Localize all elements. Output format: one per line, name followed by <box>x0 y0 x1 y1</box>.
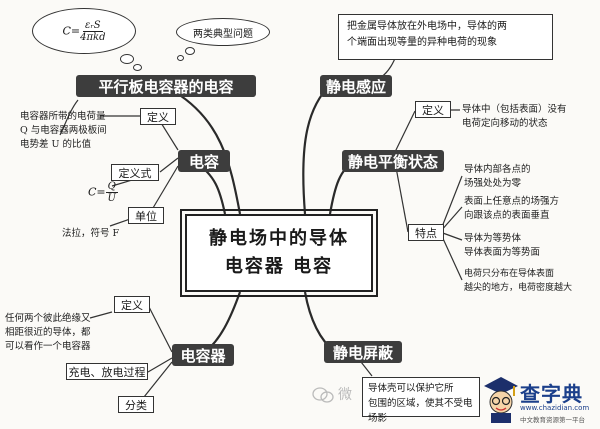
topic-electrostatic-equilibrium: 静电平衡状态 <box>342 150 444 172</box>
charge-discharge-label: 充电、放电过程 <box>66 363 148 380</box>
feature-field-perpendicular: 表面上任意点的场强方 向跟该点的表面垂直 <box>464 196 560 221</box>
capacitance-definition-text: 电容器所带的电荷量 Q 与电容器两极板间 电势差 U 的比值 <box>20 111 107 150</box>
equilibrium-definition-label: 定义 <box>415 101 451 118</box>
capacitor-definition-label: 定义 <box>114 296 150 313</box>
site-logo: 查字典 <box>520 382 583 406</box>
capacitance-unit-text: 法拉，符号 F <box>62 228 120 239</box>
capacitance-definition-label: 定义 <box>140 108 176 125</box>
typical-problems-bubble: 两类典型问题 <box>176 18 270 46</box>
capacitance-unit-label: 单位 <box>128 207 164 224</box>
branch-line-top-left <box>174 91 242 215</box>
electrostatic-induction-note: 把金属导体放在外电场中，导体的两 个端面出现等量的异种电荷的现象 <box>338 14 553 60</box>
central-topic: 静电场中的导体 电容器 电容 <box>180 209 378 297</box>
equilibrium-features-label: 特点 <box>408 224 444 241</box>
capacitance-formula-label: 定义式 <box>111 164 159 181</box>
electrostatic-shielding-note: 导体壳可以保护它所 包围的区域，使其不受电场影 <box>362 377 480 424</box>
feature-zero-field: 导体内部各点的 场强处处为零 <box>464 164 531 189</box>
capacitor-classification-label: 分类 <box>118 396 154 413</box>
cloud-bubble-1 <box>120 54 134 64</box>
wechat-icon <box>312 387 334 403</box>
site-url: www.chazidian.com <box>520 404 590 412</box>
branch-line-right-top <box>302 84 331 215</box>
oval-bubble-2 <box>177 55 184 61</box>
watermark-text: 微 <box>338 387 352 403</box>
site-slogan: 中文教育资源第一平台 <box>520 416 585 424</box>
equilibrium-definition-text: 导体中（包括表面）没有 电荷定向移动的状态 <box>462 104 567 129</box>
oval-bubble-1 <box>185 47 195 55</box>
topic-capacitance: 电容 <box>178 150 230 172</box>
topic-electrostatic-shielding: 静电屏蔽 <box>324 341 402 363</box>
feature-charge-distribution: 电荷只分布在导体表面 越尖的地方，电荷密度越大 <box>464 269 573 293</box>
branch-line-left-bottom <box>204 291 242 353</box>
topic-electrostatic-induction: 静电感应 <box>320 75 392 97</box>
graduate-mascot-icon <box>484 377 518 423</box>
topic-parallel-plate-capacitance: 平行板电容器的电容 <box>76 75 256 97</box>
feature-equipotential: 导体为等势体 导体表面为等势面 <box>464 233 541 258</box>
capacitor-definition-text: 任何两个彼此绝缘又 相距很近的导体，都 可以看作一个电容器 <box>5 313 91 352</box>
topic-capacitor: 电容器 <box>172 344 234 366</box>
cloud-bubble-2 <box>133 64 142 71</box>
